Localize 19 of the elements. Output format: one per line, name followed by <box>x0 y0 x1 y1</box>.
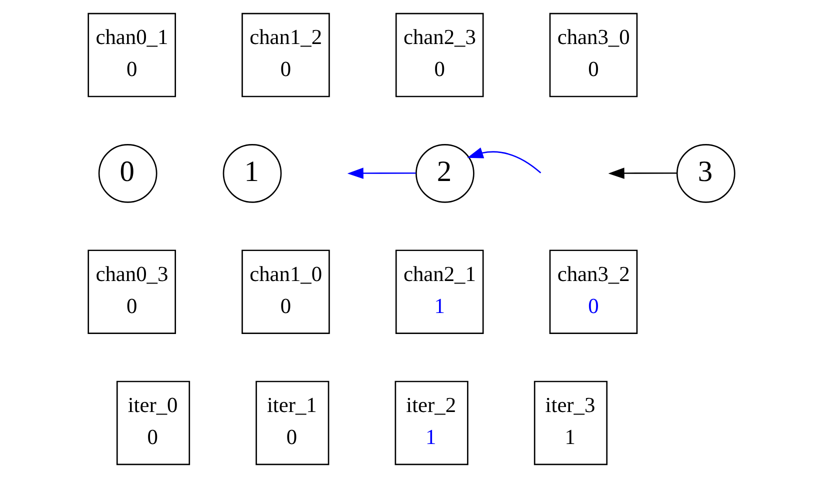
node-box: chan1_0 0 <box>241 250 330 334</box>
node-circle: 2 <box>415 144 474 203</box>
node-box: iter_1 0 <box>255 380 329 466</box>
node-box: chan2_3 0 <box>394 12 484 98</box>
node-circle: 3 <box>676 144 735 203</box>
node-box: chan0_1 0 <box>87 12 176 98</box>
node-circle: 0 <box>98 144 157 203</box>
node-box: chan2_1 1 <box>394 250 484 334</box>
node-box: chan3_0 0 <box>548 12 638 98</box>
node-box: chan0_3 0 <box>87 250 176 334</box>
node-box: iter_2 1 <box>394 380 468 466</box>
node-box: chan1_2 0 <box>241 12 330 98</box>
node-box: chan3_2 0 <box>548 250 638 334</box>
arrow <box>466 148 541 174</box>
arrow <box>346 168 416 179</box>
node-box: iter_0 0 <box>116 380 190 466</box>
node-circle: 1 <box>222 144 282 203</box>
node-box: iter_3 1 <box>533 380 608 466</box>
arrow <box>608 168 676 179</box>
